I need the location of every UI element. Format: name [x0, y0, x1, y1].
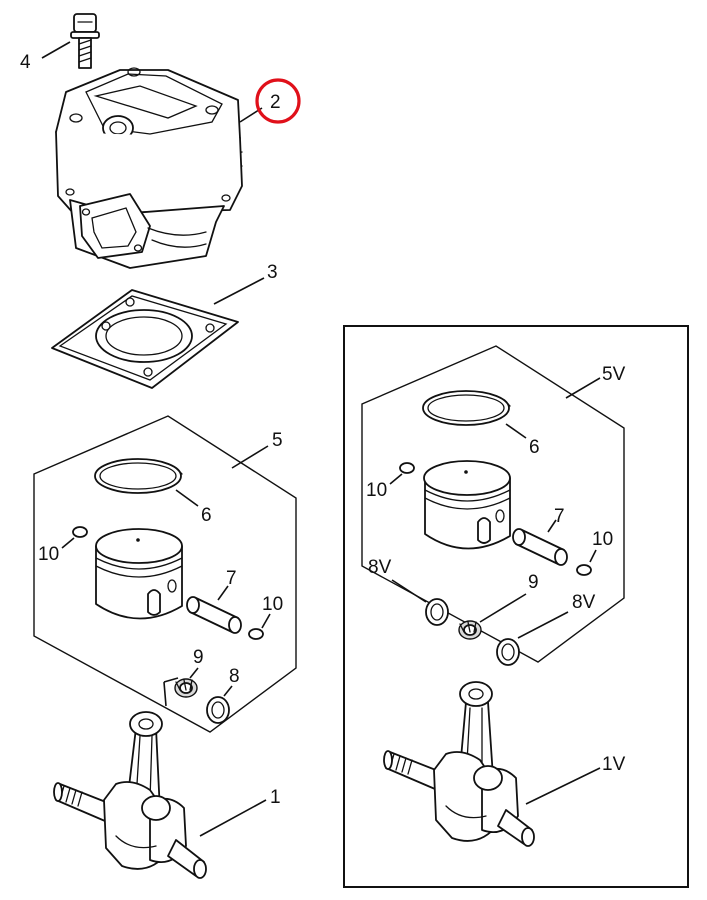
- washer-right-a[interactable]: [425, 598, 449, 626]
- callout-6-right: 6: [529, 437, 540, 458]
- piston-pin-left[interactable]: [186, 596, 242, 634]
- crankshaft-left[interactable]: [53, 711, 207, 879]
- washer-left[interactable]: [206, 696, 230, 724]
- callout-3: 3: [267, 262, 278, 283]
- piston-right[interactable]: [423, 460, 511, 550]
- bolt-part[interactable]: [70, 13, 100, 69]
- callout-1v: 1V: [602, 754, 626, 775]
- callout-5: 5: [272, 430, 283, 451]
- needle-bearing-right[interactable]: [458, 620, 482, 640]
- callout-8v-right: 8V: [572, 592, 596, 613]
- piston-pin-right[interactable]: [512, 528, 568, 566]
- piston-kit-frame-v: [361, 345, 625, 663]
- callout-2: 2: [270, 92, 281, 113]
- circlip-right-b[interactable]: [576, 564, 592, 576]
- variant-frame: [343, 325, 689, 888]
- callout-4: 4: [20, 52, 31, 73]
- callout-8v-left: 8V: [368, 557, 392, 578]
- callout-1: 1: [270, 787, 281, 808]
- circlip-left-a[interactable]: [72, 526, 88, 538]
- cylinder-part[interactable]: [55, 67, 243, 269]
- callout-7-left: 7: [226, 568, 237, 589]
- callout-10-right-a: 10: [366, 480, 387, 501]
- piston-left[interactable]: [95, 528, 183, 620]
- needle-bearing-left[interactable]: [163, 677, 198, 707]
- callout-10-left-a: 10: [38, 544, 59, 565]
- callout-7-right: 7: [554, 506, 565, 527]
- callout-10-left-b: 10: [262, 594, 283, 615]
- circlip-left-b[interactable]: [248, 628, 264, 640]
- callout-9-left: 9: [193, 647, 204, 668]
- highlight-circle: [255, 78, 301, 124]
- piston-ring-right[interactable]: [422, 390, 511, 426]
- callout-9-right: 9: [528, 572, 539, 593]
- washer-right-b[interactable]: [496, 638, 520, 666]
- gasket-part[interactable]: [51, 289, 239, 389]
- callout-10-right-b: 10: [592, 529, 613, 550]
- piston-ring-left[interactable]: [94, 458, 183, 494]
- callout-6-left: 6: [201, 505, 212, 526]
- piston-kit-frame: [33, 415, 297, 733]
- crankshaft-right[interactable]: [383, 681, 535, 847]
- callout-5v: 5V: [602, 364, 626, 385]
- circlip-right-a[interactable]: [399, 462, 415, 474]
- callout-8: 8: [229, 666, 240, 687]
